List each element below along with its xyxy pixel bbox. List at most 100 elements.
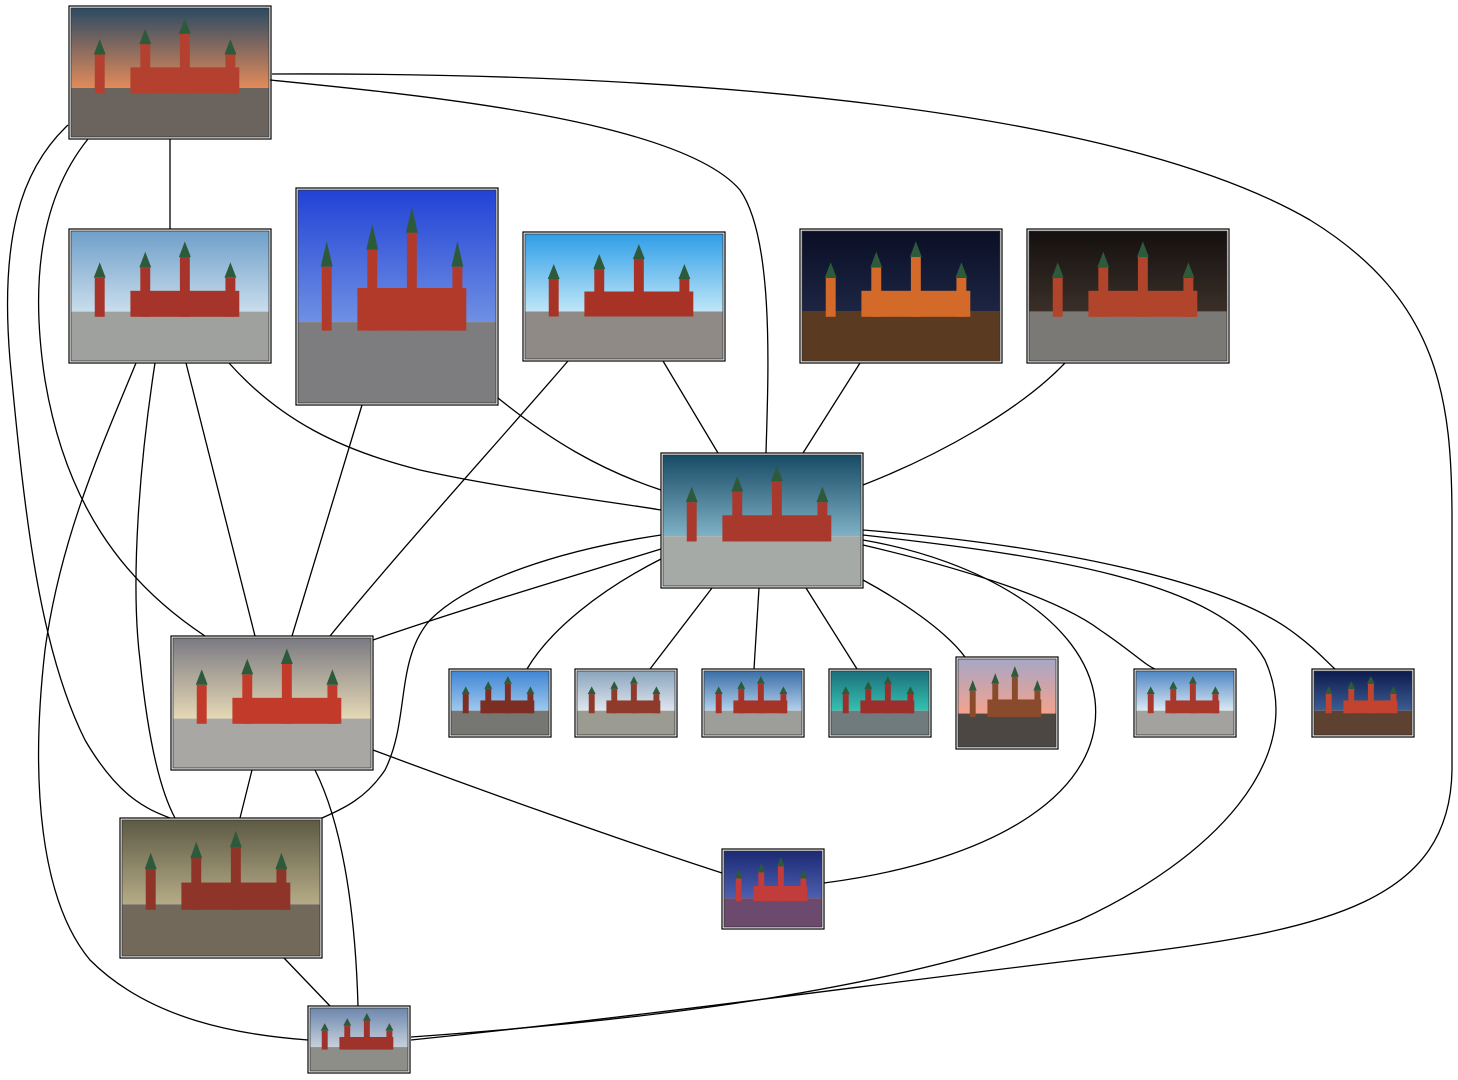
historical-museum-far-photo-border	[1135, 670, 1235, 736]
red-square-dusk-lights-photo-tower	[1137, 257, 1148, 317]
spasskaya-tower-blue-sky-photo-spire	[405, 207, 418, 233]
kremlin-night-illuminated-photo-border	[801, 230, 1001, 362]
st-basils-pink-dusk-photo-spire	[968, 680, 977, 691]
red-square-storm-clouds-photo-spire	[190, 841, 203, 859]
historical-museum-daylight-photo-spire	[224, 262, 237, 278]
edge-n16-n18	[283, 957, 331, 1007]
kremlin-night-illuminated-photo-spire	[909, 241, 922, 257]
kremlin-teal-sky-photo-spire	[906, 686, 915, 695]
red-square-panorama-hub-photo-frame	[660, 452, 864, 589]
kremlin-wall-towers-photo[interactable]	[574, 668, 678, 738]
red-square-dusk-lights-photo[interactable]	[1026, 228, 1230, 364]
red-square-sunset-photo-spire	[139, 28, 152, 45]
historical-museum-clear-sky-photo[interactable]	[522, 231, 726, 362]
red-square-hdr-small-photo-spire	[343, 1018, 352, 1026]
edge-n7-n12	[805, 587, 858, 670]
red-square-sunset-photo[interactable]	[68, 5, 272, 140]
edge-n8-n17	[372, 749, 723, 874]
st-basils-hdr-night-photo-tower	[735, 878, 742, 902]
red-square-dusk-lights-photo-tower	[1052, 277, 1063, 317]
nodes	[68, 5, 1415, 1074]
kremlin-night-illuminated-photo[interactable]	[799, 228, 1003, 364]
st-basils-hdr-night-photo-spire	[776, 857, 785, 867]
mausoleum-wide-photo[interactable]	[448, 668, 552, 738]
red-square-storm-clouds-photo[interactable]	[119, 817, 323, 959]
edge-n7-n16	[321, 534, 662, 819]
edge-n7-n10	[649, 587, 713, 670]
edge-n2-n18	[37, 362, 309, 1041]
red-square-storm-clouds-photo-ground	[122, 904, 320, 956]
kremlin-wall-towers-photo-frame	[574, 668, 678, 738]
spasskaya-tower-cloudy-photo[interactable]	[170, 635, 374, 771]
st-basils-pink-dusk-photo-spire	[1033, 680, 1042, 691]
historical-museum-clear-sky-photo-tower	[594, 269, 605, 317]
red-square-dusk-lights-photo-spire	[1136, 241, 1149, 257]
st-basils-pink-dusk-photo[interactable]	[955, 656, 1059, 750]
spasskaya-tower-cloudy-photo-spire	[241, 658, 254, 675]
historical-museum-clear-sky-photo-spire	[593, 254, 606, 269]
red-square-museum-small-photo-tower	[738, 688, 745, 714]
kremlin-night-illuminated-photo-spire	[955, 262, 968, 278]
historical-museum-clear-sky-photo-tower	[679, 279, 690, 317]
kremlin-night-small-photo-spire	[1324, 686, 1333, 695]
red-square-sunset-photo-tower	[179, 33, 190, 94]
red-square-hdr-small-photo-frame	[307, 1005, 411, 1074]
red-square-panorama-hub-photo-tower	[817, 502, 828, 542]
red-square-hdr-small-photo[interactable]	[307, 1005, 411, 1074]
st-basils-hdr-night-photo[interactable]	[721, 848, 825, 930]
historical-museum-far-photo[interactable]	[1133, 668, 1237, 738]
edge-n7-n17	[823, 539, 1097, 884]
red-square-dusk-lights-photo-spire	[1182, 262, 1195, 278]
kremlin-wall-towers-photo-spire	[587, 686, 596, 695]
st-basils-hdr-night-photo-tower	[800, 878, 807, 902]
red-square-panorama-hub-photo[interactable]	[660, 452, 864, 589]
mausoleum-wide-photo-spire	[484, 681, 493, 689]
mausoleum-wide-photo-tower	[504, 683, 511, 714]
red-square-panorama-hub-photo-spire	[731, 475, 744, 492]
st-basils-pink-dusk-photo-ground	[958, 713, 1056, 747]
kremlin-night-illuminated-photo-spire	[824, 262, 837, 278]
red-square-storm-clouds-photo-spire	[275, 852, 288, 869]
spasskaya-tower-cloudy-photo-spire	[326, 669, 339, 685]
edge-n1-n18-far	[271, 73, 1453, 1041]
kremlin-teal-sky-photo-tower	[884, 683, 891, 714]
historical-museum-far-photo-tower	[1147, 694, 1154, 714]
kremlin-night-small-photo-spire	[1347, 681, 1356, 689]
kremlin-wall-towers-photo-spire	[629, 676, 638, 684]
kremlin-night-illuminated-photo-tower	[825, 277, 836, 317]
red-square-museum-small-photo-spire	[737, 681, 746, 689]
kremlin-wall-towers-photo-tower	[653, 694, 660, 714]
red-square-hdr-small-photo-spire	[385, 1023, 394, 1031]
historical-museum-daylight-photo-spire	[93, 262, 106, 278]
st-basils-hdr-night-photo-tower	[758, 872, 765, 902]
kremlin-teal-sky-photo[interactable]	[828, 668, 932, 738]
spasskaya-tower-blue-sky-photo-spire	[320, 241, 333, 267]
edge-n7-n13	[862, 579, 966, 658]
red-square-sunset-photo-spire	[93, 38, 106, 55]
red-square-hdr-small-photo-tower	[344, 1025, 351, 1050]
kremlin-teal-sky-photo-border	[830, 670, 930, 736]
mausoleum-wide-photo-spire	[461, 686, 470, 695]
edge-n2-n16	[135, 362, 176, 819]
spasskaya-tower-blue-sky-photo-spire	[366, 224, 379, 250]
spasskaya-tower-blue-sky-photo[interactable]	[295, 187, 499, 406]
historical-museum-clear-sky-photo-ground	[525, 311, 723, 359]
kremlin-wall-towers-photo-spire	[652, 686, 661, 695]
edge-n8-n18	[314, 769, 359, 1007]
edge-n6-n7	[862, 362, 1066, 486]
mausoleum-wide-photo-ground	[451, 710, 549, 735]
kremlin-teal-sky-photo-frame	[828, 668, 932, 738]
spasskaya-tower-cloudy-photo-frame	[170, 635, 374, 771]
historical-museum-clear-sky-photo-border	[524, 233, 724, 360]
st-basils-pink-dusk-photo-border	[957, 658, 1057, 748]
st-basils-hdr-night-photo-ground	[724, 898, 822, 927]
kremlin-night-small-photo[interactable]	[1311, 668, 1415, 738]
historical-museum-daylight-photo[interactable]	[68, 228, 272, 364]
kremlin-teal-sky-photo-spire	[864, 681, 873, 689]
historical-museum-daylight-photo-spire	[139, 251, 152, 268]
kremlin-wall-towers-photo-tower	[611, 688, 618, 714]
red-square-museum-small-photo[interactable]	[701, 668, 805, 738]
spasskaya-tower-cloudy-photo-border	[172, 637, 372, 769]
red-square-museum-small-photo-ground	[704, 710, 802, 735]
